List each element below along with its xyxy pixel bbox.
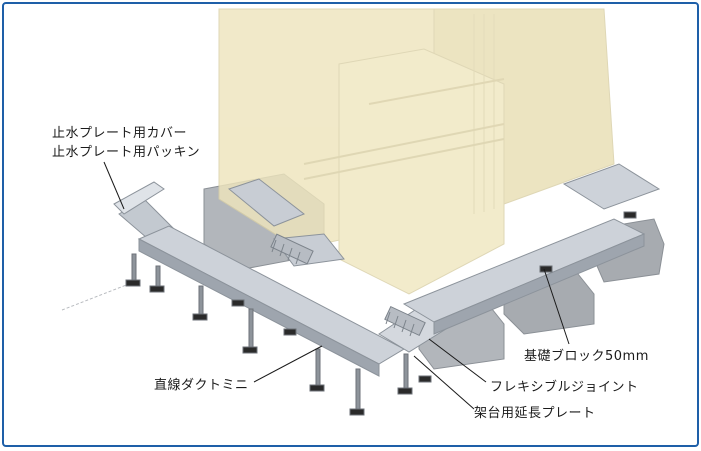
leader-line-plate bbox=[413, 355, 475, 410]
building bbox=[338, 48, 505, 295]
support-foot bbox=[309, 384, 325, 392]
support-foot bbox=[349, 408, 365, 416]
support-foot bbox=[125, 279, 141, 287]
duct-segment-side bbox=[433, 233, 645, 335]
duct-segment bbox=[562, 163, 661, 210]
label-stand-extension-plate: 架台用延長プレート bbox=[474, 406, 596, 421]
support-leg bbox=[403, 353, 409, 391]
ground-reference-line bbox=[61, 281, 135, 311]
support-foot bbox=[149, 285, 165, 293]
leader-line-duct bbox=[253, 345, 323, 383]
duct-run bbox=[118, 163, 661, 377]
support-foot bbox=[242, 346, 258, 354]
leader-line-cover bbox=[103, 161, 125, 210]
support-foot bbox=[397, 387, 413, 395]
support-leg bbox=[355, 368, 361, 412]
support-foot bbox=[539, 265, 553, 273]
support-leg bbox=[131, 253, 137, 283]
water-stop-plate-cover bbox=[113, 181, 165, 215]
label-flexible-joint: フレキシブルジョイント bbox=[490, 380, 639, 395]
flexible-joints bbox=[270, 233, 426, 337]
support-leg bbox=[198, 285, 204, 317]
flexible-joint bbox=[384, 305, 426, 337]
support-leg bbox=[315, 348, 321, 388]
duct-segment-side bbox=[138, 238, 380, 377]
duct-segment bbox=[227, 178, 305, 227]
support-foot bbox=[623, 211, 637, 219]
support-stands bbox=[125, 211, 637, 416]
label-water-stop-plate-packing: 止水プレート用パッキン bbox=[52, 145, 201, 160]
support-leg bbox=[248, 308, 254, 350]
leader-line-joint bbox=[428, 338, 487, 383]
support-foot bbox=[418, 375, 432, 383]
leader-line-block bbox=[543, 268, 570, 345]
buildings bbox=[218, 8, 615, 295]
duct-installation-illustration bbox=[61, 8, 665, 416]
leader-lines bbox=[103, 161, 570, 410]
support-foot bbox=[192, 313, 208, 321]
label-water-stop-plate-cover: 止水プレート用カバー bbox=[52, 126, 188, 141]
support-leg bbox=[155, 265, 161, 289]
label-straight-duct-mini: 直線ダクトミニ bbox=[154, 378, 249, 393]
support-foot bbox=[283, 328, 297, 336]
label-foundation-block: 基礎ブロック50mm bbox=[524, 349, 649, 364]
support-foot bbox=[231, 299, 245, 307]
